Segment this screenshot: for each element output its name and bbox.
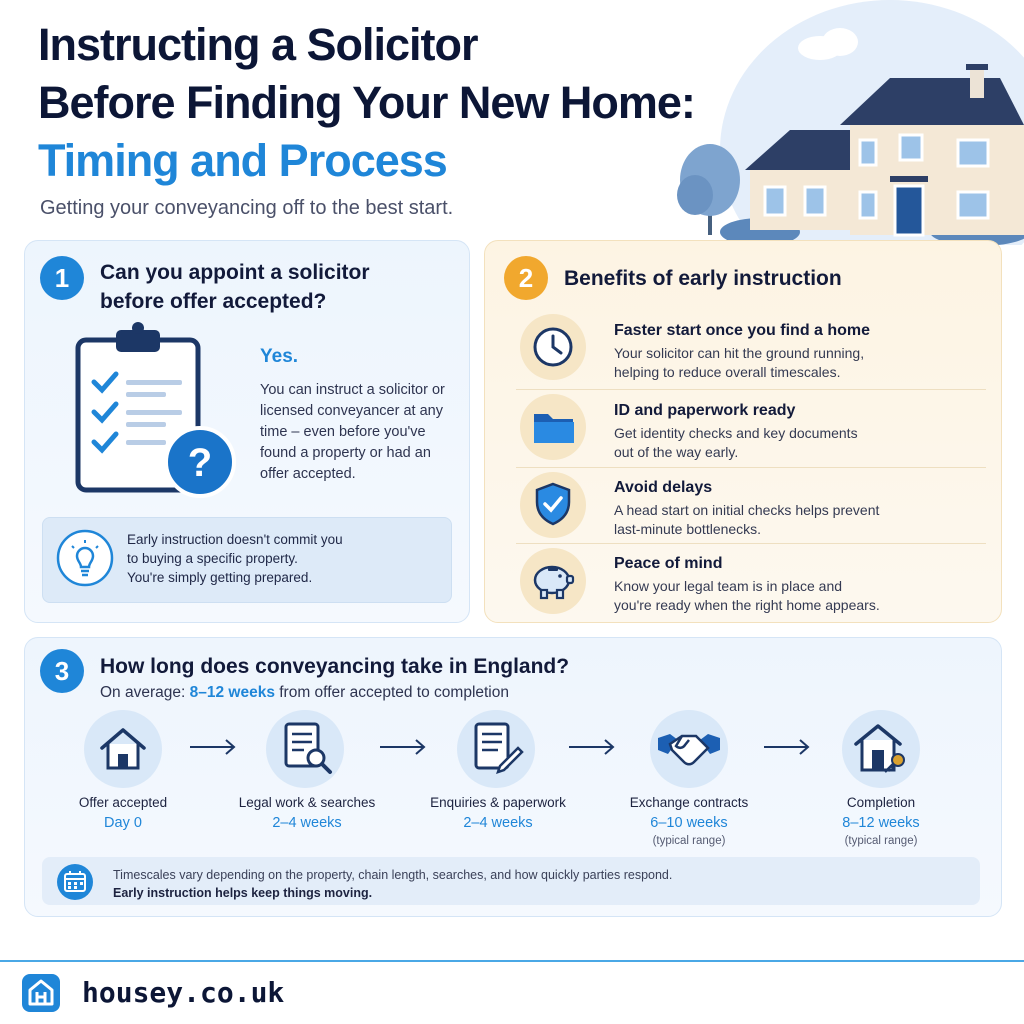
tip-line-1: Early instruction doesn't commit you [127,532,343,547]
clock-icon [533,327,573,367]
page-subtitle: Getting your conveyancing off to the bes… [40,197,454,219]
step-time: 8–12 weeks [842,815,920,831]
benefit-body: Get identity checks and key documents ou… [614,424,914,462]
benefit-title: Avoid delays [614,479,713,496]
timescale-note-box [42,857,980,905]
section-3-title: How long does conveyancing take in Engla… [100,655,570,678]
benefit-body-line: A head start on initial checks helps pre… [614,502,880,518]
shield-check-icon [535,482,571,526]
step-note: (typical range) [844,835,918,847]
benefit-body-line: Get identity checks and key documents [614,425,858,441]
step-name: Legal work & searches [238,795,376,810]
benefit-body-line: helping to reduce overall timescales. [614,364,841,380]
step-name: Completion [846,795,916,810]
benefit-body: Know your legal team is in place and you… [614,577,934,615]
arrow-right-icon [190,739,236,755]
step-name: Exchange contracts [629,795,749,810]
housey-logo-icon [22,974,60,1012]
benefit-title: ID and paperwork ready [614,402,796,419]
document-search-icon [284,722,332,774]
benefit-body-line: out of the way early. [614,444,739,460]
house-illustration [677,0,1024,245]
calendar-icon [57,864,93,900]
step-name: Enquiries & paperwork [430,795,566,810]
title-line-2: Before Finding Your New Home: [38,77,696,128]
section-2-title: Benefits of early instruction [564,267,842,290]
tip-line-3: You're simply getting prepared. [127,570,313,585]
benefit-body-line: Your solicitor can hit the ground runnin… [614,345,865,361]
document-pen-icon [474,722,524,774]
section-1-badge: 1 [40,256,84,300]
benefit-body-line: last-minute bottlenecks. [614,521,762,537]
page-title: Instructing a Solicitor Before Finding Y… [38,16,696,190]
title-line-3: Timing and Process [38,135,448,186]
benefit-body-line: Know your legal team is in place and [614,578,843,594]
step-time: 6–10 weeks [650,815,728,831]
title-line-1: Instructing a Solicitor [38,19,479,70]
svg-text:?: ? [188,441,212,485]
section-3-badge: 3 [40,649,84,693]
section-1-title-line-1: Can you appoint a solicitor [100,261,370,284]
arrow-right-icon [569,739,615,755]
tip-line-2: to buying a specific property. [127,551,298,566]
lightbulb-icon [56,529,114,587]
tip-text: Early instruction doesn't commit you to … [127,530,447,587]
average-duration: On average: 8–12 weeks from offer accept… [100,684,509,702]
step-time: 2–4 weeks [463,815,533,831]
benefit-title: Faster start once you find a home [614,322,871,339]
divider [516,543,986,544]
average-highlight: 8–12 weeks [189,684,275,701]
average-suffix: from offer accepted to completion [274,684,509,701]
arrow-right-icon [380,739,426,755]
step-name: Offer accepted [78,795,168,810]
step-note: (typical range) [652,835,726,847]
benefit-body: A head start on initial checks helps pre… [614,501,934,539]
timescale-note-emphasis: Early instruction helps keep things movi… [113,886,373,900]
arrow-right-icon [764,739,810,755]
average-prefix: On average: [100,684,190,701]
piggy-bank-icon [533,565,575,600]
answer-body: You can instruct a solicitor or licensed… [260,382,445,482]
timescale-note: Timescales vary depending on the propert… [113,868,673,882]
step-time: 2–4 weeks [272,815,342,831]
section-2-badge: 2 [504,256,548,300]
footer-divider [0,960,1024,962]
folder-icon [534,414,574,443]
house-key-icon [854,724,905,773]
clipboard-checklist-icon: ? [75,322,236,498]
divider [516,467,986,468]
benefit-title: Peace of mind [614,555,723,572]
section-1-title: Can you appoint a solicitor before offer… [100,258,460,316]
house-icon [100,728,146,770]
step-time: Day 0 [104,815,142,831]
divider [516,389,986,390]
benefit-body-line: you're ready when the right home appears… [614,597,880,613]
brand-name[interactable]: housey.co.uk [82,976,285,1009]
section-1-title-line-2: before offer accepted? [100,290,327,313]
answer-yes: Yes. [260,346,299,367]
benefit-body: Your solicitor can hit the ground runnin… [614,344,914,382]
handshake-icon [658,734,720,766]
